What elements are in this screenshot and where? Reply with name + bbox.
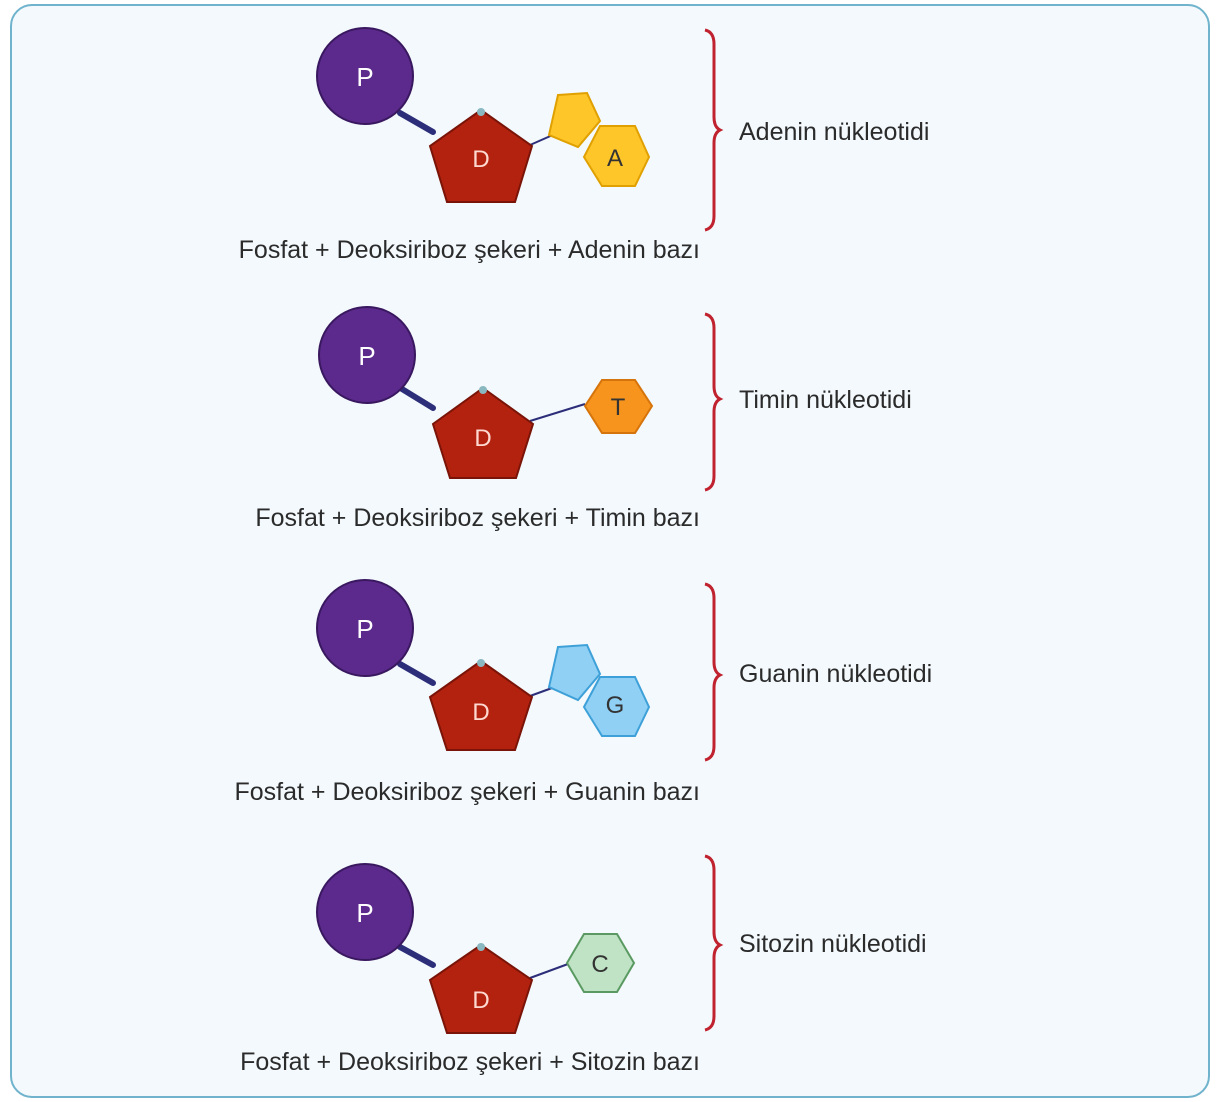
nucleotide-name: Sitozin nükleotidi [739, 930, 927, 958]
nucleotide-panel-guanine: P D G Fosfat + Deoksiriboz şekeri + Guan… [0, 550, 1222, 822]
nucleotide-formula: Fosfat + Deoksiriboz şekeri + Adenin baz… [238, 236, 700, 264]
nucleotide-panel-cytosine: P D C Fosfat + Deoksiriboz şekeri + Sito… [0, 830, 1222, 1102]
cytosine-nucleotide-diagram: P D C [316, 854, 724, 1034]
adenine-five-ring [547, 91, 602, 149]
deoxyribose-pentagon [428, 659, 534, 751]
phosphate-sugar-bond [397, 944, 436, 968]
adenine-nucleotide-diagram: P D A [316, 27, 724, 232]
base-label: T [611, 394, 626, 421]
phosphate-label: P [358, 341, 375, 371]
phosphate-sugar-bond [397, 661, 436, 686]
guanine-six-ring [582, 676, 651, 737]
sugar-base-bond [529, 963, 569, 979]
phosphate-sugar-bond [399, 386, 436, 411]
base-label: G [606, 692, 625, 719]
nucleotide-name: Adenin nükleotidi [739, 118, 930, 146]
sugar-label: D [474, 425, 491, 452]
nucleotide-name: Guanin nükleotidi [739, 660, 933, 688]
sugar-base-bond [529, 403, 586, 422]
deoxyribose-pentagon [428, 943, 534, 1034]
phosphate-label: P [356, 614, 373, 644]
nucleotide-name: Timin nükleotidi [739, 386, 912, 414]
curly-brace [704, 28, 724, 232]
phosphate-circle [316, 579, 414, 677]
thymine-ring [583, 379, 654, 434]
sugar-vertex-dot [477, 659, 485, 667]
sugar-label: D [472, 146, 489, 173]
phosphate-circle [318, 306, 416, 404]
guanine-nucleotide-diagram: P D G [316, 579, 724, 762]
nucleotide-panel-adenine: P D A Fosfat + Deoksiriboz şekeri + Aden… [0, 0, 1222, 272]
guanine-five-ring [547, 643, 602, 702]
sugar-label: D [472, 699, 489, 726]
nucleotide-formula: Fosfat + Deoksiriboz şekeri + Timin bazı [255, 504, 700, 532]
adenine-six-ring [582, 125, 651, 187]
thymine-nucleotide-diagram: P D T [318, 306, 724, 492]
curly-brace [704, 582, 724, 762]
sugar-vertex-dot [477, 943, 485, 951]
sugar-base-bond [529, 687, 553, 697]
nucleotide-formula: Fosfat + Deoksiriboz şekeri + Guanin baz… [234, 778, 700, 806]
deoxyribose-pentagon [431, 386, 535, 479]
phosphate-sugar-bond [397, 110, 436, 135]
sugar-vertex-dot [477, 108, 485, 116]
sugar-label: D [472, 987, 489, 1014]
phosphate-circle [316, 863, 414, 961]
phosphate-label: P [356, 898, 373, 928]
nucleotide-panel-thymine: P D T Fosfat + Deoksiriboz şekeri + Timi… [0, 276, 1222, 548]
curly-brace [704, 854, 724, 1032]
sugar-vertex-dot [479, 386, 487, 394]
cytosine-ring [565, 933, 636, 993]
phosphate-label: P [356, 62, 373, 92]
base-label: C [591, 951, 608, 978]
base-label: A [607, 145, 623, 172]
deoxyribose-pentagon [428, 108, 534, 203]
nucleotide-formula: Fosfat + Deoksiriboz şekeri + Sitozin ba… [240, 1048, 700, 1076]
phosphate-circle [316, 27, 414, 125]
curly-brace [704, 312, 724, 492]
